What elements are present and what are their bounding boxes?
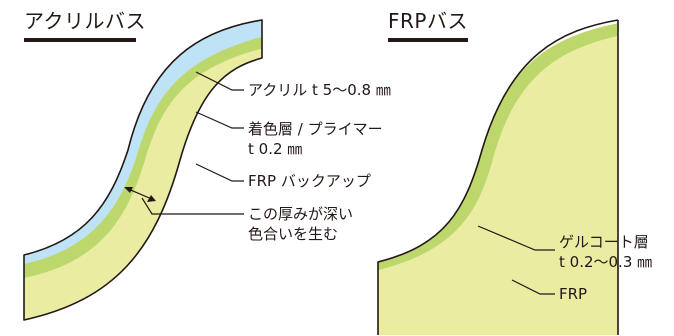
frp-bath-section xyxy=(377,19,619,335)
frp-title-underline xyxy=(388,38,468,42)
label-acrylic-layer: アクリル t 5〜0.8 ㎜ xyxy=(248,81,391,99)
leader-depth-note xyxy=(141,197,244,215)
label-gelcoat: ゲルコート層 xyxy=(559,233,649,251)
frp-section-outline xyxy=(377,19,619,335)
label-colored-layer-thickness: t 0.2 ㎜ xyxy=(248,140,303,158)
acrylic-bath-section xyxy=(23,19,263,321)
leader-gelcoat xyxy=(477,225,555,251)
frp-bath-title: FRPバス xyxy=(388,9,468,33)
acrylic-bath-title: アクリルバス xyxy=(24,9,146,33)
acrylic-title-underline xyxy=(24,38,136,42)
label-depth-note-2: 色合いを生む xyxy=(248,225,339,243)
label-depth-note: この厚みが深い xyxy=(248,205,354,223)
leader-frp xyxy=(511,279,555,295)
thickness-arrow-head-left xyxy=(124,187,133,193)
leader-acrylic xyxy=(195,71,244,91)
acrylic-section-outline xyxy=(23,19,263,321)
leader-frp-backup xyxy=(195,163,244,182)
label-frp: FRP xyxy=(559,285,588,303)
leader-colored-layer xyxy=(195,111,244,129)
frp-layer xyxy=(378,20,618,335)
label-gelcoat-thickness: t 0.2〜0.3 ㎜ xyxy=(559,253,653,271)
label-frp-backup: FRP バックアップ xyxy=(248,172,371,190)
label-colored-layer: 着色層 / プライマー xyxy=(248,120,383,138)
thickness-arrow-head-right xyxy=(147,195,156,202)
